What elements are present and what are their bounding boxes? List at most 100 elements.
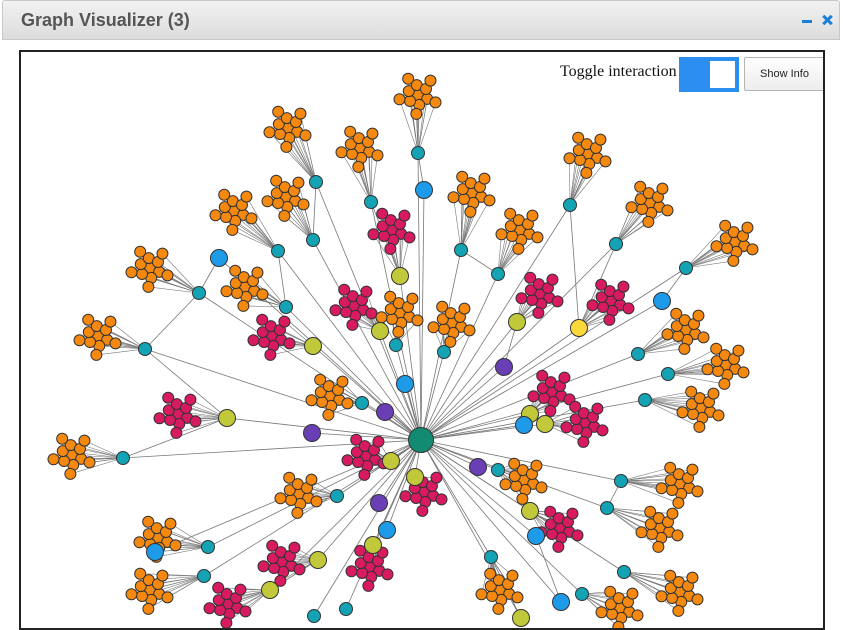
- leaf-node[interactable]: [679, 343, 690, 354]
- leaf-node[interactable]: [257, 314, 268, 325]
- leaf-node[interactable]: [436, 494, 447, 505]
- leaf-node[interactable]: [600, 156, 611, 167]
- leaf-node[interactable]: [341, 307, 352, 318]
- leaf-node[interactable]: [733, 345, 744, 356]
- leaf-node[interactable]: [587, 300, 598, 311]
- leaf-node[interactable]: [284, 338, 295, 349]
- leaf-node[interactable]: [110, 338, 121, 349]
- leaf-node[interactable]: [137, 591, 148, 602]
- leaf-node[interactable]: [662, 205, 673, 216]
- leaf-node[interactable]: [143, 281, 154, 292]
- leaf-node[interactable]: [512, 592, 523, 603]
- leaf-node[interactable]: [213, 582, 224, 593]
- leaf-node[interactable]: [273, 106, 284, 117]
- leaf-node[interactable]: [238, 300, 249, 311]
- leaf-node[interactable]: [720, 220, 731, 231]
- hub-node[interactable]: [528, 528, 545, 545]
- leaf-node[interactable]: [525, 272, 536, 283]
- leaf-node[interactable]: [605, 586, 616, 597]
- hub-node[interactable]: [198, 570, 211, 583]
- leaf-node[interactable]: [645, 506, 656, 517]
- leaf-node[interactable]: [346, 566, 357, 577]
- leaf-node[interactable]: [517, 493, 528, 504]
- leaf-node[interactable]: [667, 508, 678, 519]
- leaf-node[interactable]: [135, 246, 146, 257]
- leaf-node[interactable]: [637, 204, 648, 215]
- leaf-node[interactable]: [692, 486, 703, 497]
- leaf-node[interactable]: [367, 128, 378, 139]
- minimize-icon[interactable]: [802, 14, 814, 26]
- leaf-node[interactable]: [232, 288, 243, 299]
- leaf-node[interactable]: [400, 491, 411, 502]
- leaf-node[interactable]: [505, 208, 516, 219]
- leaf-node[interactable]: [411, 108, 422, 119]
- leaf-node[interactable]: [564, 153, 575, 164]
- leaf-node[interactable]: [279, 210, 290, 221]
- leaf-node[interactable]: [399, 210, 410, 221]
- leaf-node[interactable]: [219, 189, 230, 200]
- leaf-node[interactable]: [165, 518, 176, 529]
- hub-node[interactable]: [470, 459, 487, 476]
- leaf-node[interactable]: [439, 324, 450, 335]
- leaf-node[interactable]: [747, 244, 758, 255]
- leaf-node[interactable]: [527, 295, 538, 306]
- leaf-node[interactable]: [258, 561, 269, 572]
- leaf-node[interactable]: [273, 198, 284, 209]
- leaf-node[interactable]: [339, 284, 350, 295]
- leaf-node[interactable]: [500, 479, 511, 490]
- leaf-node[interactable]: [493, 603, 504, 614]
- leaf-node[interactable]: [221, 617, 232, 628]
- hub-node[interactable]: [639, 394, 652, 407]
- leaf-node[interactable]: [627, 588, 638, 599]
- leaf-node[interactable]: [347, 149, 358, 160]
- hub-node[interactable]: [576, 588, 589, 601]
- leaf-node[interactable]: [368, 229, 379, 240]
- graph-svg[interactable]: [21, 52, 825, 630]
- leaf-node[interactable]: [713, 410, 724, 421]
- leaf-node[interactable]: [359, 469, 370, 480]
- hub-node[interactable]: [310, 176, 323, 189]
- leaf-node[interactable]: [372, 150, 383, 161]
- leaf-node[interactable]: [667, 485, 678, 496]
- leaf-node[interactable]: [572, 424, 583, 435]
- leaf-node[interactable]: [294, 564, 305, 575]
- leaf-node[interactable]: [428, 322, 439, 333]
- leaf-node[interactable]: [300, 130, 311, 141]
- hub-node[interactable]: [509, 314, 526, 331]
- leaf-node[interactable]: [393, 326, 404, 337]
- leaf-node[interactable]: [665, 462, 676, 473]
- leaf-node[interactable]: [636, 527, 647, 538]
- leaf-node[interactable]: [279, 316, 290, 327]
- leaf-node[interactable]: [281, 141, 292, 152]
- leaf-node[interactable]: [342, 398, 353, 409]
- leaf-node[interactable]: [157, 248, 168, 259]
- leaf-node[interactable]: [693, 310, 704, 321]
- leaf-node[interactable]: [306, 395, 317, 406]
- leaf-node[interactable]: [126, 267, 137, 278]
- leaf-node[interactable]: [84, 457, 95, 468]
- leaf-node[interactable]: [561, 422, 572, 433]
- leaf-node[interactable]: [79, 435, 90, 446]
- leaf-node[interactable]: [673, 497, 684, 508]
- root-node[interactable]: [409, 428, 434, 453]
- leaf-node[interactable]: [635, 181, 646, 192]
- hub-node[interactable]: [618, 566, 631, 579]
- leaf-node[interactable]: [306, 474, 317, 485]
- leaf-node[interactable]: [230, 265, 241, 276]
- leaf-node[interactable]: [431, 472, 442, 483]
- leaf-node[interactable]: [581, 167, 592, 178]
- leaf-node[interactable]: [537, 370, 548, 381]
- leaf-node[interactable]: [286, 495, 297, 506]
- hub-node[interactable]: [492, 464, 505, 477]
- leaf-node[interactable]: [553, 541, 564, 552]
- leaf-node[interactable]: [698, 332, 709, 343]
- leaf-node[interactable]: [559, 372, 570, 383]
- hub-node[interactable]: [516, 417, 533, 434]
- hub-node[interactable]: [372, 323, 389, 340]
- leaf-node[interactable]: [607, 609, 618, 620]
- hub-node[interactable]: [632, 348, 645, 361]
- hub-node[interactable]: [680, 262, 693, 275]
- toggle-interaction-switch[interactable]: [679, 57, 739, 92]
- leaf-node[interactable]: [170, 540, 181, 551]
- leaf-node[interactable]: [345, 126, 356, 137]
